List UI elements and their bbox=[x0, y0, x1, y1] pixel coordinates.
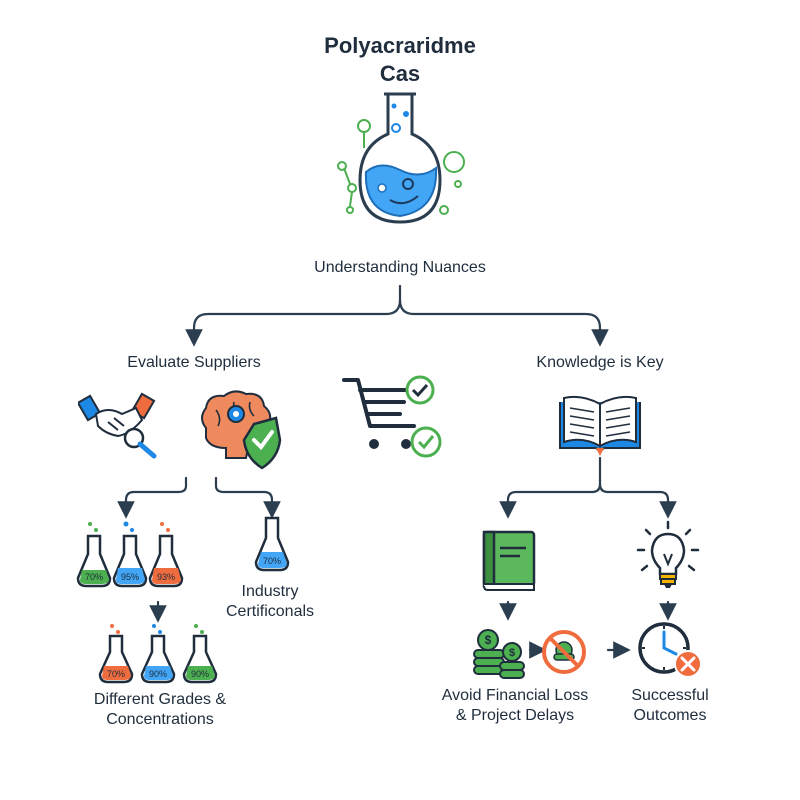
flask-icon: 90% bbox=[182, 624, 218, 684]
flask-percent: 90% bbox=[149, 669, 167, 679]
brain-gear-icon bbox=[201, 390, 282, 470]
open-book-icon bbox=[559, 395, 641, 456]
notebook-icon bbox=[482, 530, 536, 591]
flask-percent: 70% bbox=[107, 669, 125, 679]
successful-outcomes-label: Successful Outcomes bbox=[631, 687, 709, 724]
root-connector bbox=[185, 284, 402, 347]
no-money-icon bbox=[542, 630, 586, 674]
light-bulb-icon bbox=[636, 520, 700, 588]
different-grades-label: Different Grades & Concentrations bbox=[93, 691, 227, 728]
flask-percent: 93% bbox=[157, 572, 175, 582]
root-label: Understanding Nuances bbox=[314, 259, 486, 276]
svg-text:$: $ bbox=[485, 633, 492, 647]
flask-percent: 70% bbox=[263, 556, 281, 566]
industry-certifications-label: Industry Certificonals bbox=[225, 583, 315, 620]
flask-percent: 90% bbox=[191, 669, 209, 679]
right-connector bbox=[499, 456, 602, 519]
flask-icon: 90% bbox=[140, 624, 176, 684]
flask-icon: 70% bbox=[98, 624, 134, 684]
flask-icon: 70% bbox=[76, 522, 112, 588]
flask-percent: 70% bbox=[85, 572, 103, 582]
shopping-cart-check-icon bbox=[342, 375, 442, 458]
flask-icon: 95% bbox=[112, 521, 148, 588]
svg-text:$: $ bbox=[509, 647, 515, 659]
flask-percent: 95% bbox=[121, 572, 139, 582]
round-flask-icon bbox=[337, 92, 465, 224]
clock-x-icon bbox=[638, 622, 702, 678]
handshake-icon bbox=[78, 392, 157, 459]
left-cert-connector bbox=[214, 476, 281, 519]
knowledge-key-label: Knowledge is Key bbox=[536, 354, 664, 371]
coins-icon: $ $ bbox=[473, 629, 525, 679]
left-grades-connector bbox=[117, 476, 188, 519]
evaluate-suppliers-label: Evaluate Suppliers bbox=[127, 354, 261, 371]
avoid-loss-label: Avoid Financial Loss & Project Delays bbox=[441, 687, 589, 724]
diagram-title: Polyacraridme Cas bbox=[324, 33, 476, 86]
flask-icon: 93% bbox=[148, 522, 184, 588]
certification-flask-icon: 70% bbox=[254, 516, 290, 572]
